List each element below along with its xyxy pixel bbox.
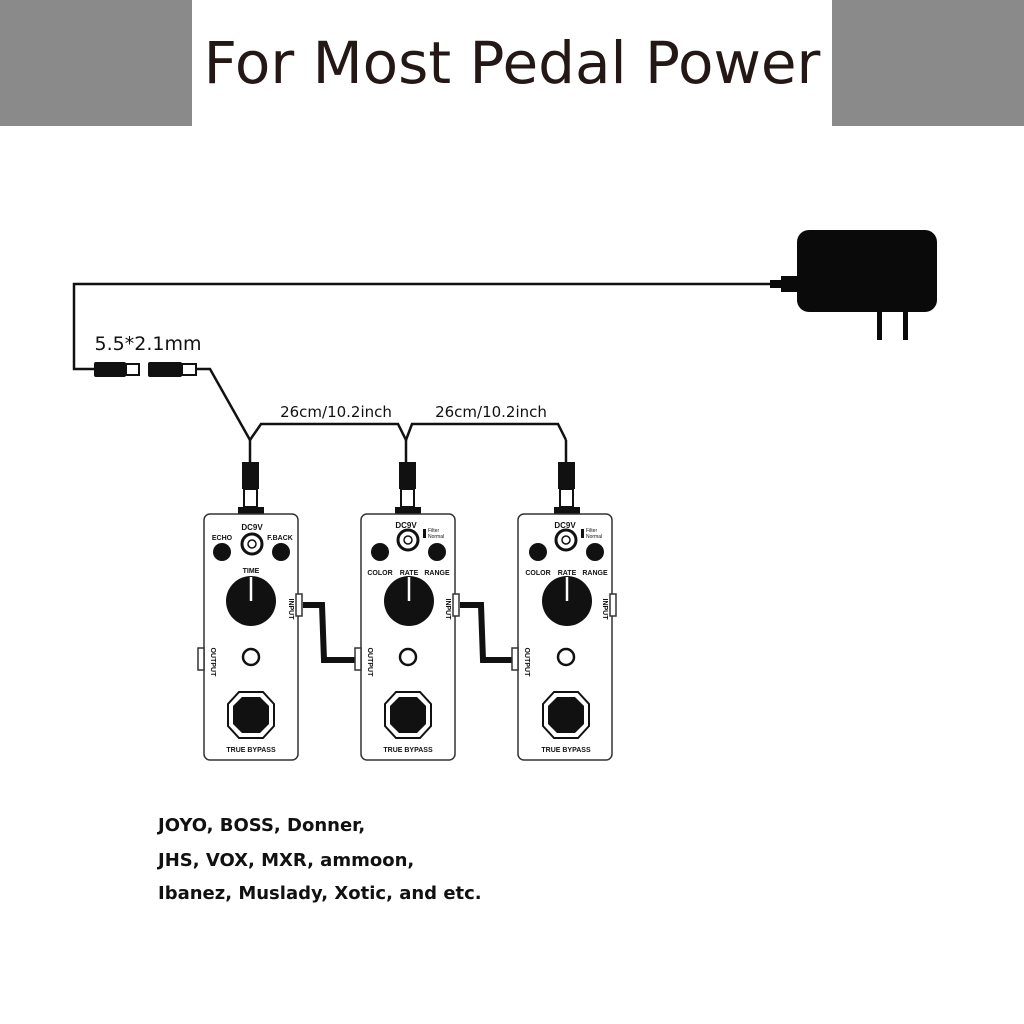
knob-label: ECHO: [212, 535, 233, 542]
dc-label: DC9V: [395, 521, 417, 530]
pedal-body: [517, 513, 613, 761]
pedal-body: [360, 513, 456, 761]
input-label: INPUT: [444, 599, 451, 621]
color-knob[interactable]: [371, 543, 389, 561]
knob-label: COLOR: [525, 570, 550, 577]
input-label: INPUT: [287, 599, 294, 621]
output-label: OUTPUT: [209, 648, 216, 678]
female-dc-plug-icon: [148, 362, 197, 377]
knob-label: F.BACK: [267, 535, 293, 542]
led-indicator: [556, 647, 576, 667]
knob-label: RANGE: [582, 570, 608, 577]
switch-label: Normal: [428, 534, 444, 540]
input-jack[interactable]: [609, 593, 617, 617]
brand-list-line: JOYO, BOSS, Donner,: [158, 815, 366, 836]
brand-list-line: JHS, VOX, MXR, ammoon,: [158, 850, 415, 871]
cable-length-label: 26cm/10.2inch: [280, 403, 392, 421]
mode-switch[interactable]: [423, 529, 426, 538]
mode-switch[interactable]: [581, 529, 584, 538]
main-knob-label: RATE: [558, 570, 577, 577]
pedal-body: [203, 513, 299, 761]
main-power-cable: [72, 282, 770, 371]
output-jack[interactable]: [354, 647, 362, 671]
true-bypass-label: TRUE BYPASS: [541, 747, 591, 754]
output-jack[interactable]: [511, 647, 519, 671]
knob-label: COLOR: [367, 570, 392, 577]
true-bypass-label: TRUE BYPASS: [383, 747, 433, 754]
output-label: OUTPUT: [366, 648, 373, 678]
knob-label: RANGE: [424, 570, 450, 577]
left-gray-bar: [0, 0, 192, 126]
brand-list-line: Ibanez, Muslady, Xotic, and etc.: [158, 883, 482, 904]
color-knob[interactable]: [529, 543, 547, 561]
right-gray-bar: [832, 0, 1024, 126]
page-title: For Most Pedal Power: [203, 29, 821, 97]
male-dc-plug-icon: [94, 362, 140, 377]
patch-cable: [303, 602, 356, 663]
pedal-echo: DC9V ECHO F.BACK TIME INPUT OUTPUT TRUE …: [197, 462, 303, 761]
cable-length-label: 26cm/10.2inch: [435, 403, 547, 421]
dc-label: DC9V: [554, 521, 576, 530]
true-bypass-label: TRUE BYPASS: [226, 747, 276, 754]
output-jack[interactable]: [197, 647, 205, 671]
pedal-chorus: DC9V Filter Normal COLOR RANGE RATE INPU…: [511, 462, 617, 761]
output-label: OUTPUT: [523, 648, 530, 678]
led-indicator: [241, 647, 261, 667]
range-knob[interactable]: [586, 543, 604, 561]
pedal-chorus: DC9V Filter Normal COLOR RANGE RATE INPU…: [354, 462, 460, 761]
daisy-chain-cable: [196, 367, 568, 444]
switch-label: Filter: [586, 528, 597, 534]
main-knob-label: RATE: [400, 570, 419, 577]
patch-cable: [460, 602, 514, 663]
switch-label: Filter: [428, 528, 439, 534]
connector-label: 5.5*2.1mm: [95, 333, 202, 355]
switch-label: Normal: [586, 534, 602, 540]
feedback-knob[interactable]: [272, 543, 290, 561]
led-indicator: [398, 647, 418, 667]
echo-knob[interactable]: [213, 543, 231, 561]
input-jack[interactable]: [295, 593, 303, 617]
power-adapter-icon: [770, 230, 937, 340]
main-knob-label: TIME: [243, 568, 260, 575]
input-label: INPUT: [601, 599, 608, 621]
input-jack[interactable]: [452, 593, 460, 617]
range-knob[interactable]: [428, 543, 446, 561]
dc-label: DC9V: [241, 523, 263, 532]
